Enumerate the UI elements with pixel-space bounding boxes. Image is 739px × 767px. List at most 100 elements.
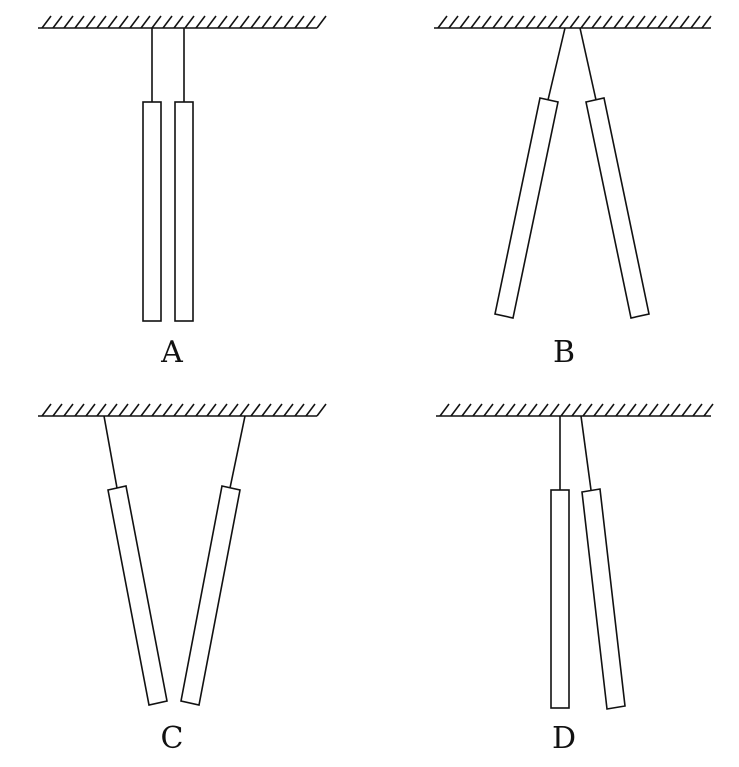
hatch-mark [494, 403, 505, 417]
hatch-mark [294, 15, 305, 29]
hatch-mark [107, 403, 118, 417]
hatch-mark [668, 15, 679, 29]
hatch-mark [692, 403, 703, 417]
hatch-mark [582, 403, 593, 417]
hatch-mark [505, 403, 516, 417]
hatch-mark [162, 403, 173, 417]
rod-right [585, 97, 650, 319]
hatch-mark [52, 403, 63, 417]
hatch-mark [118, 403, 129, 417]
hatch-mark [305, 403, 316, 417]
hatch-mark [85, 403, 96, 417]
hatch-mark [217, 403, 228, 417]
panel-label-b: B [553, 335, 575, 370]
hatch-mark [85, 15, 96, 29]
hatch-mark [470, 15, 481, 29]
rod-left [142, 101, 162, 322]
hatch-mark [635, 15, 646, 29]
hatch-mark [626, 403, 637, 417]
hatch-mark [129, 15, 140, 29]
string-right [580, 415, 592, 491]
panel-d: D [436, 403, 714, 756]
hatch-mark [195, 403, 206, 417]
hatch-mark [283, 403, 294, 417]
hatch-mark [228, 403, 239, 417]
hatch-mark [615, 403, 626, 417]
hatch-mark [305, 15, 316, 29]
hatch-mark [41, 15, 52, 29]
hatch-mark [250, 403, 261, 417]
hatch-mark [63, 15, 74, 29]
hatch-mark [151, 403, 162, 417]
panel-label-d: D [552, 721, 576, 756]
hatch-mark [41, 403, 52, 417]
hatch-mark [549, 403, 560, 417]
hatch-mark [250, 15, 261, 29]
panel-label-c: C [161, 721, 184, 756]
hatch-mark [96, 403, 107, 417]
panel-label-a: A [160, 335, 183, 370]
hatch-mark [483, 403, 494, 417]
hatch-mark [690, 15, 701, 29]
hatch-mark [525, 15, 536, 29]
hatch-mark [604, 403, 615, 417]
rod-left [494, 97, 559, 319]
hatch-mark [492, 15, 503, 29]
hatch-mark [560, 403, 571, 417]
hatch-mark [228, 15, 239, 29]
hatch-mark [569, 15, 580, 29]
hatch-mark [140, 15, 151, 29]
hatch-mark [591, 15, 602, 29]
hatch-mark [294, 403, 305, 417]
panel-b: B [434, 15, 712, 370]
hatch-mark [118, 15, 129, 29]
hatch-mark [316, 15, 327, 29]
hatch-mark [481, 15, 492, 29]
hatch-mark [637, 403, 648, 417]
hatch-mark [239, 403, 250, 417]
hatch-mark [140, 403, 151, 417]
hatch-mark [261, 403, 272, 417]
hatch-mark [602, 15, 613, 29]
hatch-mark [624, 15, 635, 29]
hatch-mark [503, 15, 514, 29]
string-left [103, 415, 118, 489]
hatch-mark [472, 403, 483, 417]
hatch-mark [184, 15, 195, 29]
rod-left [550, 489, 570, 709]
panel-a: A [38, 15, 327, 370]
ceiling [439, 403, 714, 417]
hatch-mark [450, 403, 461, 417]
hatch-mark [272, 15, 283, 29]
hatch-mark [173, 403, 184, 417]
string-left [547, 27, 566, 101]
hatch-mark [679, 15, 690, 29]
hatch-mark [547, 15, 558, 29]
hatch-mark [681, 403, 692, 417]
hatch-mark [316, 403, 327, 417]
hatch-mark [184, 403, 195, 417]
hatch-mark [516, 403, 527, 417]
ceiling [437, 15, 712, 29]
hatch-mark [657, 15, 668, 29]
hatch-mark [239, 15, 250, 29]
hatch-mark [613, 15, 624, 29]
hatch-mark [659, 403, 670, 417]
ceiling [41, 403, 327, 417]
hatch-mark [74, 15, 85, 29]
ceiling [41, 15, 327, 29]
string-right [229, 415, 246, 489]
hatch-mark [74, 403, 85, 417]
hatch-mark [206, 403, 217, 417]
hatch-mark [272, 403, 283, 417]
hatch-mark [593, 403, 604, 417]
hatch-mark [173, 15, 184, 29]
hatch-mark [648, 403, 659, 417]
hatch-mark [437, 15, 448, 29]
hatch-mark [670, 403, 681, 417]
rod-right [180, 485, 241, 706]
hatch-mark [571, 403, 582, 417]
hatch-mark [439, 403, 450, 417]
hatch-mark [96, 15, 107, 29]
hatch-mark [206, 15, 217, 29]
